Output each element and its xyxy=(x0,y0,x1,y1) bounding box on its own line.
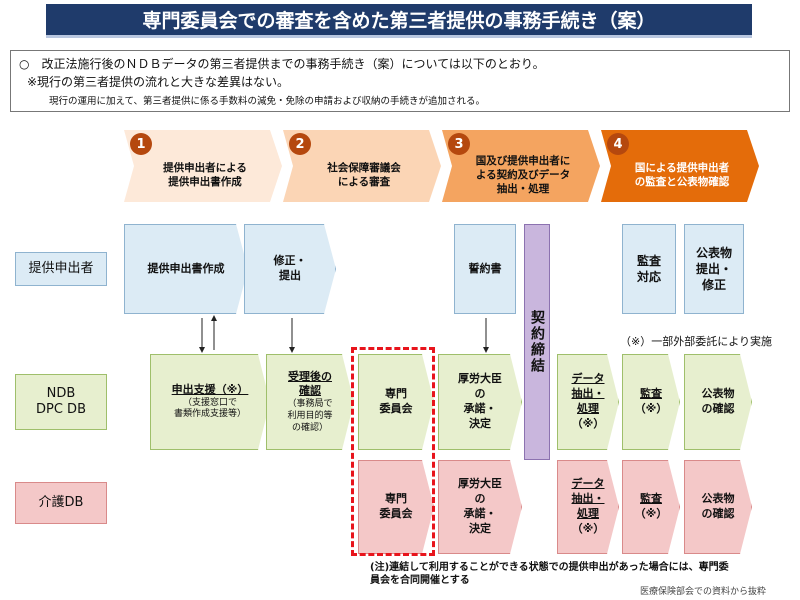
applicant-publish-label: 公表物 提出・ 修正 xyxy=(695,245,732,293)
contract-label: 契約締結 xyxy=(529,310,545,374)
intro-line-2: ※現行の第三者提供の流れと大きな差異はない。 xyxy=(27,75,290,89)
step-3-label: 国及び提供申出者に よる契約及びデータ 抽出・処理 xyxy=(475,154,571,196)
step-4-label: 国による提供申出者 の監査と公表物確認 xyxy=(634,161,730,188)
kaigo-data-note: （※） xyxy=(571,521,605,535)
step-1: 提供申出者による 提供申出書作成 xyxy=(124,130,282,202)
row-label-ndb: NDB DPC DB xyxy=(15,374,107,430)
ndb-confirm-sub: （事務局で 利用目的等 の確認） xyxy=(287,399,333,433)
applicant-create-box: 提供申出書作成 xyxy=(124,224,248,314)
ndb-audit-note: （※） xyxy=(634,402,668,415)
kaigo-audit-label: 監査 xyxy=(640,492,662,506)
ndb-confirm-label: 受理後の 確認 xyxy=(288,369,332,398)
kaigo-committee-box: 専門 委員会 xyxy=(358,460,434,554)
ndb-approval-label: 厚労大臣 の 承諾・ 決定 xyxy=(458,372,502,430)
kaigo-publish-label: 公表物 の確認 xyxy=(701,492,735,520)
step-number-1: 1 xyxy=(130,133,152,155)
kaigo-publish-box: 公表物 の確認 xyxy=(684,460,752,554)
outsource-note: （※）一部外部委託により実施 xyxy=(620,335,772,348)
kaigo-approval-box: 厚労大臣 の 承諾・ 決定 xyxy=(438,460,522,554)
kaigo-committee-label: 専門 委員会 xyxy=(379,492,413,520)
ndb-data-note: （※） xyxy=(571,416,605,430)
step-number-2: 2 xyxy=(289,133,311,155)
applicant-revise-label: 修正・ 提出 xyxy=(273,254,307,282)
page-title: 専門委員会での審査を含めた第三者提供の事務手続き（案） xyxy=(46,4,752,38)
step-number-4: 4 xyxy=(607,133,629,155)
step-number-3: 3 xyxy=(448,133,470,155)
source-note: 医療保険部会での資料から抜粋 xyxy=(640,587,767,597)
ndb-publish-label: 公表物 の確認 xyxy=(701,387,735,415)
ndb-committee-box: 専門 委員会 xyxy=(358,354,434,450)
applicant-audit-box: 監査 対応 xyxy=(622,224,676,314)
intro-line-1: ○ 改正法施行後のＮＤＢデータの第三者提供までの事務手続き（案）については以下の… xyxy=(19,57,545,71)
ndb-audit-box: 監査 （※） xyxy=(622,354,680,450)
ndb-support-box: 申出支援（※） （支援窓口で 書類作成支援等） xyxy=(150,354,270,450)
applicant-audit-label: 監査 対応 xyxy=(636,253,661,284)
ndb-committee-label: 専門 委員会 xyxy=(379,387,413,415)
contract-box: 契約締結 xyxy=(524,224,550,460)
step-1-label: 提供申出者による 提供申出書作成 xyxy=(163,161,247,188)
row-label-applicant: 提供申出者 xyxy=(15,252,107,286)
kaigo-approval-label: 厚労大臣 の 承諾・ 決定 xyxy=(458,477,502,535)
kaigo-audit-note: （※） xyxy=(634,507,668,520)
step-4: 国による提供申出者 の監査と公表物確認 xyxy=(601,130,759,202)
ndb-publish-box: 公表物 の確認 xyxy=(684,354,752,450)
ndb-data-box: データ 抽出・ 処理 （※） xyxy=(557,354,619,450)
ndb-data-label: データ 抽出・ 処理 xyxy=(571,372,605,415)
ndb-approval-box: 厚労大臣 の 承諾・ 決定 xyxy=(438,354,522,450)
ndb-confirm-box: 受理後の 確認 （事務局で 利用目的等 の確認） xyxy=(266,354,354,450)
row-label-kaigo: 介護DB xyxy=(15,482,107,524)
applicant-pledge-label: 誓約書 xyxy=(468,261,502,275)
applicant-pledge-box: 誓約書 xyxy=(454,224,516,314)
ndb-support-label: 申出支援（※） xyxy=(171,382,249,396)
applicant-publish-box: 公表物 提出・ 修正 xyxy=(684,224,744,314)
ndb-audit-label: 監査 xyxy=(640,387,662,401)
intro-line-3: 現行の運用に加えて、第三者提供に係る手数料の減免・免除の申請および収納の手続きが… xyxy=(49,96,486,107)
step-2-label: 社会保障審議会 による審査 xyxy=(327,161,401,188)
intro-box: ○ 改正法施行後のＮＤＢデータの第三者提供までの事務手続き（案）については以下の… xyxy=(10,50,790,112)
bottom-note: (注)連結して利用することができる状態での提供申出があった場合には、専門委 員会… xyxy=(370,562,729,586)
applicant-revise-box: 修正・ 提出 xyxy=(244,224,336,314)
kaigo-data-label: データ 抽出・ 処理 xyxy=(571,477,605,520)
kaigo-audit-box: 監査 （※） xyxy=(622,460,680,554)
applicant-create-label: 提供申出書作成 xyxy=(147,261,225,275)
joint-committee-outline xyxy=(351,347,435,556)
ndb-support-sub: （支援窓口で 書類作成支援等） xyxy=(173,397,246,420)
kaigo-data-box: データ 抽出・ 処理 （※） xyxy=(557,460,619,554)
